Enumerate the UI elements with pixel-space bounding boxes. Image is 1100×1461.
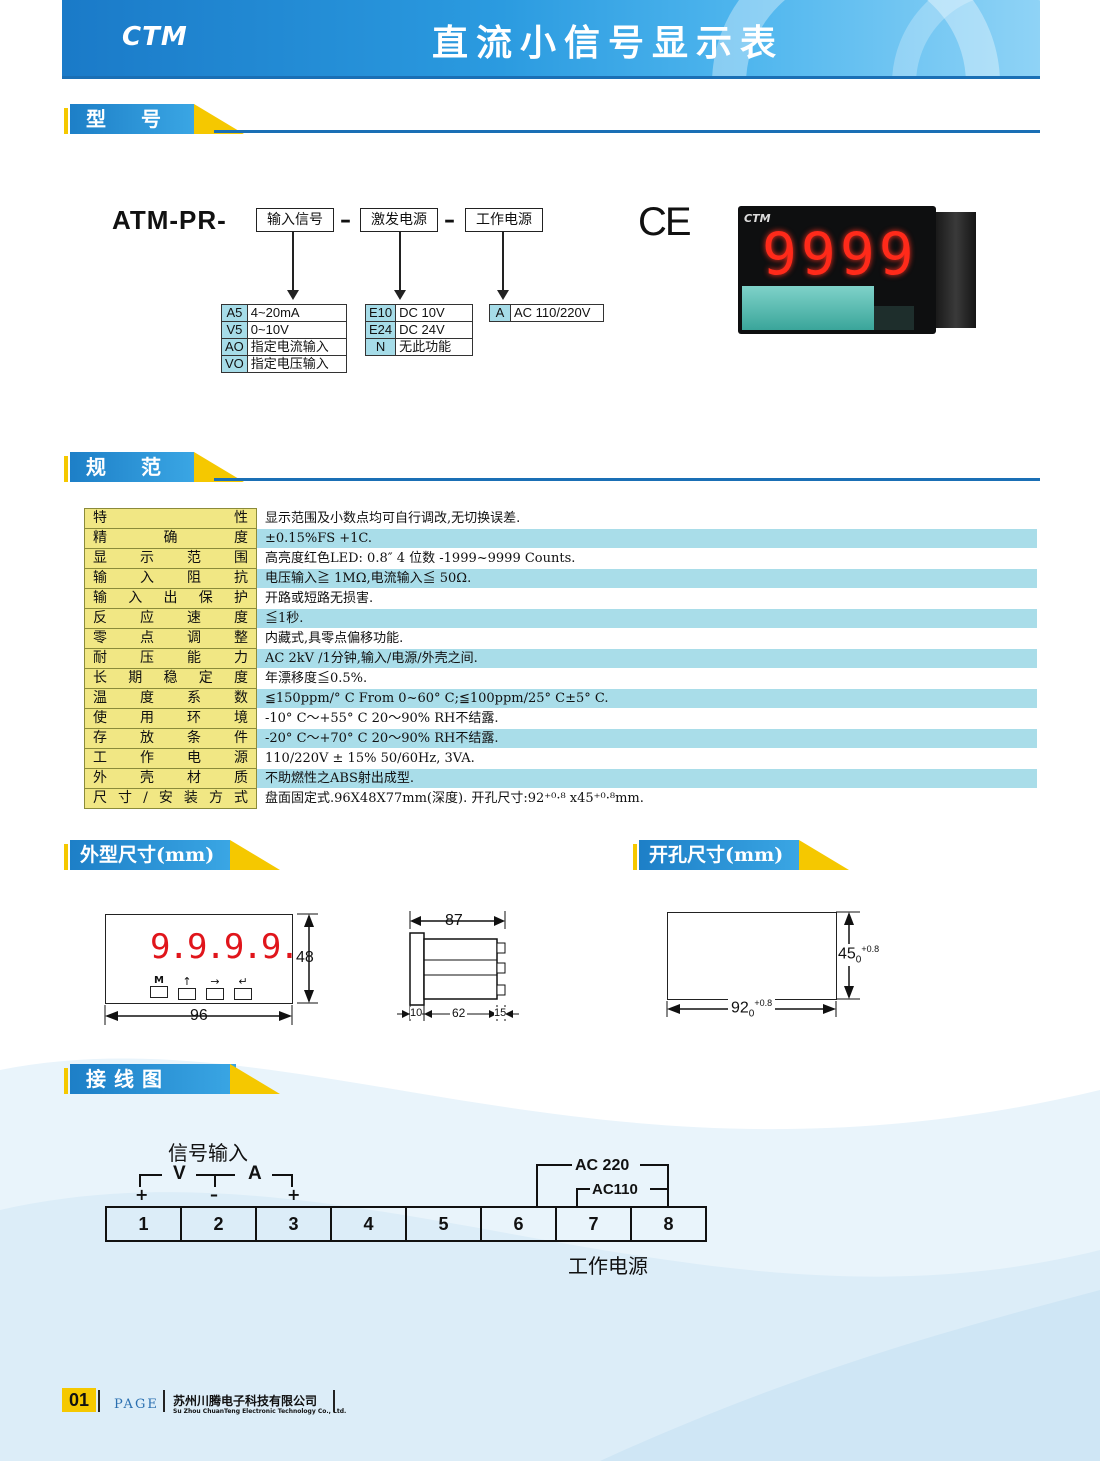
company-name-cn: 苏州川腾电子科技有限公司	[173, 1394, 318, 1408]
right-key-icon: →	[206, 975, 224, 1000]
device-led-display: 9999	[762, 220, 918, 288]
table-row: 输入阻抗电压输入≧ 1MΩ,电流输入≦ 50Ω.	[84, 568, 1037, 589]
model-box-excite: 激发电源	[360, 208, 438, 232]
brand-logo: CTM	[122, 22, 188, 52]
section-title: 规 范	[70, 452, 194, 482]
arrow-head-icon	[497, 290, 509, 300]
terminal-6: 6	[480, 1206, 557, 1242]
side-body-label: 62	[450, 1006, 468, 1020]
spec-table: 特性显示范围及小数点均可自行调改,无切换误差. 精确度±0.15%FS +1C.…	[84, 508, 1037, 809]
outline-width-label: 96	[190, 1007, 208, 1024]
page-title: 直流小信号显示表	[432, 22, 785, 64]
arrow-head-icon	[394, 290, 406, 300]
table-row: 使用环境-10° C～+55° C 20～90% RH不结露.	[84, 708, 1037, 729]
terminal-4: 4	[330, 1206, 407, 1242]
table-row: 外壳材质不助燃性之ABS射出成型.	[84, 768, 1037, 789]
outline-display-digits: 9.9.9.9.	[150, 927, 300, 967]
model-prefix: ATM-PR-	[112, 205, 227, 235]
model-box-input: 输入信号	[256, 208, 334, 232]
section-header-spec: 规 范	[64, 452, 1040, 484]
company-name-en: Su Zhou ChuanTeng Electronic Technology …	[173, 1408, 347, 1415]
outline-height-label: 48	[296, 949, 314, 966]
outline-front-view: 9.9.9.9. M ↑ → ↵	[105, 914, 300, 1004]
header-banner: CTM 直流小信号显示表	[62, 0, 1040, 76]
model-dash: –	[340, 208, 351, 233]
arrow-line	[502, 232, 504, 290]
section-header-outline: 外型尺寸(mm)	[64, 840, 280, 872]
table-row: 特性显示范围及小数点均可自行调改,无切换误差.	[84, 508, 1037, 529]
terminal-7: 7	[555, 1206, 632, 1242]
up-key-icon: ↑	[178, 975, 196, 1000]
enter-key-icon: ↵	[234, 975, 252, 1000]
cutout-width-label: 920+0.8	[728, 998, 776, 1020]
table-row: 零点调整内藏式,具零点偏移功能.	[84, 628, 1037, 649]
table-row: 温度系数≦150ppm/° C From 0~60° C;≦100ppm/25°…	[84, 688, 1037, 709]
section-header-model: 型 号	[64, 104, 1040, 136]
signal-input-label: 信号输入	[168, 1141, 248, 1165]
page-word: PAGE	[114, 1397, 159, 1412]
arrow-line	[399, 232, 401, 290]
terminal-strip: 1 2 3 4 5 6 7 8	[105, 1206, 707, 1242]
model-box-power: 工作电源	[465, 208, 543, 232]
side-depth-label: 87	[445, 912, 463, 929]
section-header-wiring: 接线图	[64, 1064, 280, 1096]
ac220-label: AC 220	[575, 1157, 630, 1174]
table-row: 显示范围高亮度红色LED: 0.8″ 4 位数 -1999~9999 Count…	[84, 548, 1037, 569]
terminal-5: 5	[405, 1206, 482, 1242]
voltage-label: V	[173, 1163, 186, 1184]
menu-key-icon: M	[150, 975, 168, 1000]
side-front-label: 10	[410, 1007, 423, 1019]
section-title: 开孔尺寸(mm)	[639, 840, 799, 870]
ce-mark-icon: CE	[638, 200, 692, 244]
table-row: 输入出保护开路或短路无损害.	[84, 588, 1037, 609]
table-row: 尺寸/安装方式盘面固定式.96X48X77mm(深度). 开孔尺寸:92⁺⁰·⁸…	[84, 788, 1037, 809]
outline-dimension-lines	[104, 913, 318, 1025]
cutout-rect	[667, 912, 837, 1000]
cutout-height-label: 450+0.8	[838, 944, 880, 966]
section-title: 接线图	[70, 1064, 236, 1094]
ac110-label: AC110	[592, 1181, 638, 1198]
model-dash: –	[444, 208, 455, 233]
terminal-8: 8	[630, 1206, 707, 1242]
terminal-1: 1	[105, 1206, 182, 1242]
section-header-cutout: 开孔尺寸(mm)	[633, 840, 849, 872]
page-number: 01	[62, 1388, 96, 1412]
terminal-3: 3	[255, 1206, 332, 1242]
table-row: 反应速度≦1秒.	[84, 608, 1037, 629]
current-label: A	[248, 1163, 262, 1184]
terminal1-polarity: +	[135, 1185, 149, 1204]
wiring-brackets	[139, 1164, 669, 1207]
device-logo: CTM	[744, 212, 771, 225]
arrow-head-icon	[287, 290, 299, 300]
terminal-2: 2	[180, 1206, 257, 1242]
section-title: 外型尺寸(mm)	[70, 840, 230, 870]
arrow-line	[292, 232, 294, 290]
terminal2-polarity: –	[210, 1185, 218, 1204]
side-rear-label: 15	[494, 1007, 507, 1019]
table-row: 长期稳定度年漂移度≦0.5%.	[84, 668, 1037, 689]
device-photo: CTM 9999	[738, 206, 978, 334]
table-row: 存放条件-20° C～+70° C 20～90% RH不结露.	[84, 728, 1037, 749]
header-rule	[62, 76, 1040, 79]
power-supply-label: 工作电源	[568, 1254, 648, 1278]
section-title: 型 号	[70, 104, 194, 134]
table-row: 精确度±0.15%FS +1C.	[84, 528, 1037, 549]
background-wave	[0, 1058, 1100, 1461]
terminal3-polarity: +	[287, 1185, 301, 1204]
